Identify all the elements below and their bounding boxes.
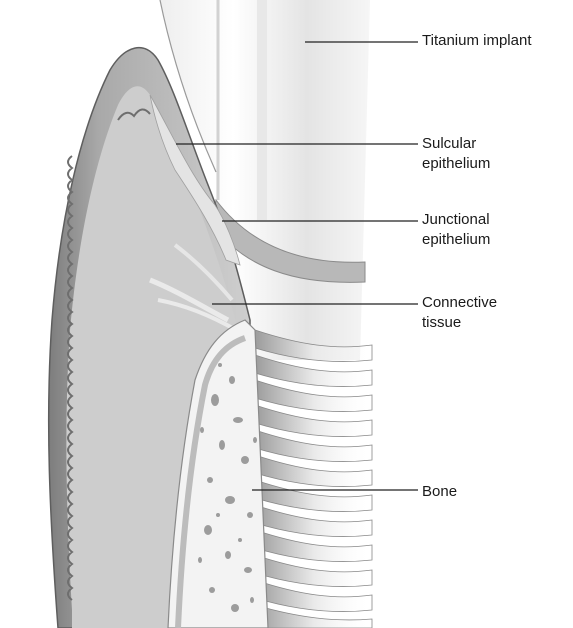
label-connective-line2: tissue	[422, 313, 497, 333]
label-bone: Bone	[422, 482, 457, 502]
label-junctional-line1: Junctional	[422, 210, 490, 230]
label-sulcular-epithelium: Sulcular epithelium	[422, 134, 490, 174]
label-sulcular-line2: epithelium	[422, 154, 490, 174]
label-junctional-epithelium: Junctional epithelium	[422, 210, 490, 250]
label-connective-tissue: Connective tissue	[422, 293, 497, 333]
label-sulcular-line1: Sulcular	[422, 134, 490, 154]
label-junctional-line2: epithelium	[422, 230, 490, 250]
label-titanium-implant: Titanium implant	[422, 31, 531, 51]
label-connective-line1: Connective	[422, 293, 497, 313]
